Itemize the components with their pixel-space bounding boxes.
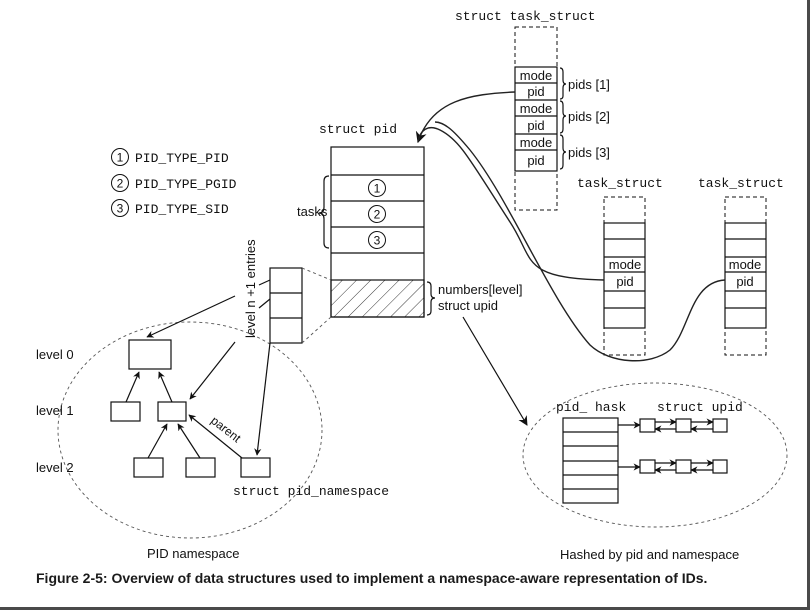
struct-pid: struct pid 1 2 3 tasks numbers[level] st… [297,122,523,318]
task-struct-main-title: struct task_struct [455,9,595,24]
pid-hash-label: pid_ hask [556,400,626,415]
namespace-level1-a [110,401,141,422]
level-label: level 2 [36,460,74,475]
task-slot-3: 3 [368,231,386,249]
task-slot-1: 1 [368,179,386,197]
field-mode: mode [520,68,553,83]
namespace-level2-c [240,457,271,478]
parent-label: parent [208,413,244,445]
number-circle-icon [368,205,386,223]
field-mode: mode [520,101,553,116]
upid-node [675,418,692,433]
field-mode: mode [520,135,553,150]
pids-brace [559,67,567,100]
pid-namespace-struct-label: struct pid_namespace [233,484,389,499]
numbers-array-hatched [330,279,425,318]
struct-upid-chain-label: struct upid [657,400,743,415]
pids-group-label: pids [2] [568,109,610,124]
namespace-level1-b [157,401,187,422]
task-struct-b: task_struct mode pid [698,176,784,356]
struct-upid-label: struct upid [438,298,498,313]
field-mode: mode [609,257,642,272]
hash-caption: Hashed by pid and namespace [560,547,739,562]
legend-item-pgid: 2 PID_TYPE_PGID [111,174,237,192]
task-slot-2: 2 [368,205,386,223]
field-pid: pid [527,84,544,99]
parent-arrow [188,414,243,459]
tasks-label: tasks [297,204,328,219]
upid-node [639,418,656,433]
upid-node [712,418,728,433]
struct-pid-title: struct pid [319,122,397,137]
number-circle-icon [111,174,129,192]
legend-label: PID_TYPE_PID [135,151,229,166]
hash-region [522,382,788,528]
legend-label: PID_TYPE_PGID [135,177,237,192]
tasks-brace [318,175,330,249]
pids-brace [559,134,567,170]
legend: 1 PID_TYPE_PID 2 PID_TYPE_PGID 3 PID_TYP… [111,148,237,217]
upid-to-hash-arrow [462,316,528,426]
task-struct-main: struct task_struct mode pid mode pid mod… [455,9,610,211]
field-pid: pid [616,274,633,289]
number-circle-icon [111,199,129,217]
number-circle-icon [111,148,129,166]
level-entries-array [269,267,303,344]
pid-link-curve-b [434,121,726,362]
pids-group-label: pids [1] [568,77,610,92]
slot-number: 1 [374,182,381,196]
task-struct-a: task_struct mode pid [577,176,663,356]
figure-caption: Figure 2-5: Overview of data structures … [36,570,707,586]
level-entries-label: level n +1 entries [243,239,258,338]
pid-namespace: level 0 level 1 level 2 parent struct pi… [36,295,389,561]
level-label: level 0 [36,347,74,362]
level-entries: level n +1 entries [243,239,332,344]
task-struct-a-title: task_struct [577,176,663,191]
upid-node [639,459,656,474]
field-pid: pid [527,118,544,133]
pids-group-label: pids [3] [568,145,610,160]
task-struct-b-title: task_struct [698,176,784,191]
pid-link-arrow [415,91,516,144]
slot-number: 2 [374,208,381,222]
field-mode: mode [729,257,762,272]
field-pid: pid [736,274,753,289]
pids-brace [559,100,567,134]
level-label: level 1 [36,403,74,418]
legend-label: PID_TYPE_SID [135,202,229,217]
field-pid: pid [527,153,544,168]
upid-node [712,459,728,474]
upid-node [675,459,692,474]
legend-number: 1 [117,151,124,165]
legend-item-sid: 3 PID_TYPE_SID [111,199,229,217]
numbers-brace [426,281,436,316]
legend-item-pid: 1 PID_TYPE_PID [111,148,229,166]
legend-number: 3 [117,202,124,216]
namespace-level2-a [133,457,164,478]
numbers-label: numbers[level] [438,282,523,297]
namespace-level2-b [185,457,216,478]
legend-number: 2 [117,177,124,191]
number-circle-icon [368,179,386,197]
pid-hash: pid_ hask struct upid Hashed by pid and … [522,382,788,562]
pid-namespace-region [57,321,323,539]
number-circle-icon [368,231,386,249]
namespace-level0 [128,339,172,370]
slot-number: 3 [374,234,381,248]
pid-namespace-caption: PID namespace [147,546,240,561]
